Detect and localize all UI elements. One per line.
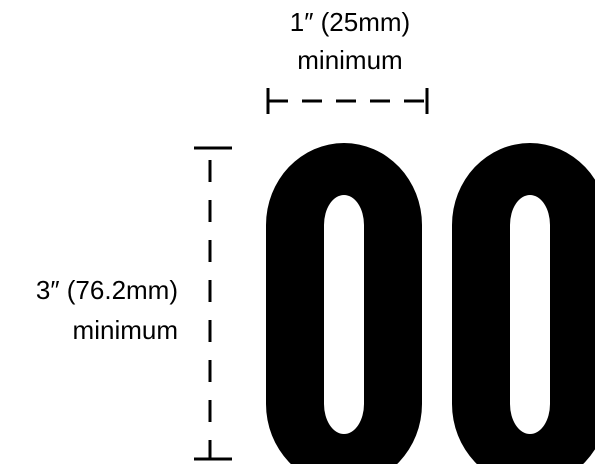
numerals-graphic xyxy=(266,143,595,464)
width-dimension-line xyxy=(266,88,429,114)
numeral-zero-first xyxy=(266,143,422,464)
numeral-zero-second xyxy=(452,143,595,464)
width-dimension-value: 1″ (25mm) xyxy=(289,7,411,37)
height-dimension-line xyxy=(194,146,232,461)
height-dimension-value: 3″ (76.2mm) xyxy=(35,275,178,305)
height-dimension-qualifier: minimum xyxy=(72,315,178,345)
width-dimension-qualifier: minimum xyxy=(297,45,403,75)
